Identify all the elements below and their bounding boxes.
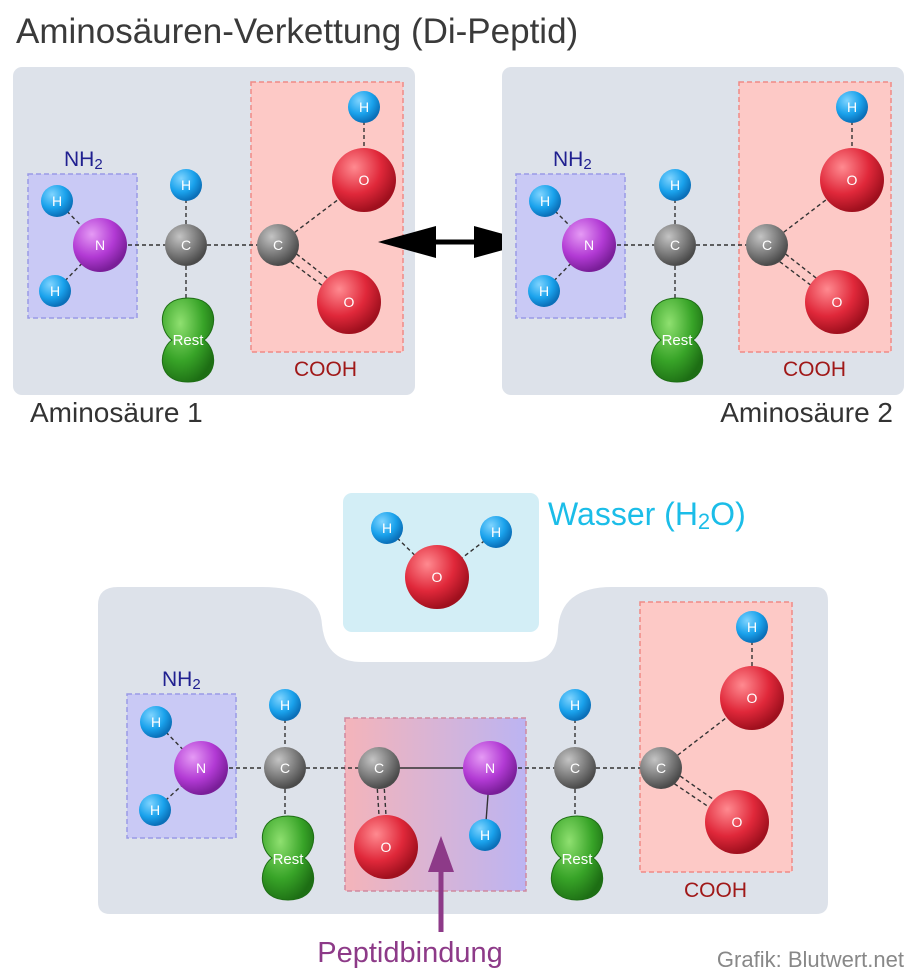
hydrogen-atom: H — [140, 706, 172, 738]
svg-text:H: H — [151, 714, 161, 730]
oxygen-atom: O — [805, 270, 869, 334]
svg-text:C: C — [374, 760, 384, 776]
rest-label: Rest — [662, 332, 694, 349]
hydrogen-atom: H — [39, 275, 71, 307]
page-title: Aminosäuren-Verkettung (Di-Peptid) — [16, 12, 579, 51]
svg-text:C: C — [280, 760, 290, 776]
nitrogen-atom: N — [174, 741, 228, 795]
svg-text:N: N — [95, 237, 105, 253]
hydrogen-atom: H — [529, 185, 561, 217]
svg-text:H: H — [570, 697, 580, 713]
nitrogen-atom: N — [463, 741, 517, 795]
svg-text:C: C — [762, 237, 772, 253]
nh2-label: NH2 — [64, 148, 103, 173]
svg-text:H: H — [150, 802, 160, 818]
oxygen-atom: O — [705, 790, 769, 854]
carbon-atom: C — [358, 747, 400, 789]
hydrogen-atom: H — [736, 611, 768, 643]
hydrogen-atom: H — [371, 512, 403, 544]
svg-text:C: C — [656, 760, 666, 776]
amino-acid-2: Rest H H N H C C H O O NH2 COOH Aminosäu… — [502, 67, 904, 428]
svg-text:N: N — [485, 760, 495, 776]
svg-text:H: H — [480, 827, 490, 843]
svg-text:C: C — [273, 237, 283, 253]
oxygen-atom: O — [405, 545, 469, 609]
svg-text:C: C — [570, 760, 580, 776]
rest-group: Rest — [650, 297, 704, 383]
peptide-bond-arrow-icon — [428, 836, 454, 932]
carbon-atom: C — [264, 747, 306, 789]
oxygen-atom: O — [332, 148, 396, 212]
svg-text:N: N — [196, 760, 206, 776]
carbon-atom: C — [746, 224, 788, 266]
svg-text:O: O — [747, 690, 758, 706]
svg-text:H: H — [359, 99, 369, 115]
svg-text:C: C — [181, 237, 191, 253]
hydrogen-atom: H — [348, 91, 380, 123]
amino-acid-1-label: Aminosäure 1 — [30, 397, 203, 428]
svg-text:O: O — [832, 294, 843, 310]
carbon-atom: C — [554, 747, 596, 789]
rest-label: Rest — [273, 851, 305, 868]
oxygen-atom: O — [720, 666, 784, 730]
hydrogen-atom: H — [170, 169, 202, 201]
credit-text: Grafik: Blutwert.net — [717, 947, 904, 972]
svg-text:H: H — [540, 193, 550, 209]
svg-text:O: O — [847, 172, 858, 188]
svg-text:O: O — [359, 172, 370, 188]
oxygen-atom: O — [354, 815, 418, 879]
svg-text:O: O — [344, 294, 355, 310]
hydrogen-atom: H — [41, 185, 73, 217]
hydrogen-atom: H — [659, 169, 691, 201]
dipeptide: Rest Rest H H N H C C O N H H C C H O O … — [98, 587, 828, 969]
nh2-label: NH2 — [162, 668, 201, 693]
hydrogen-atom: H — [559, 689, 591, 721]
water-label: Wasser (H2O) — [548, 496, 746, 534]
hydrogen-atom: H — [836, 91, 868, 123]
carbon-atom: C — [654, 224, 696, 266]
hydrogen-atom: H — [528, 275, 560, 307]
svg-text:H: H — [539, 283, 549, 299]
svg-text:H: H — [280, 697, 290, 713]
rest-group: Rest — [161, 297, 215, 383]
peptide-bond-label: Peptidbindung — [317, 937, 502, 969]
rest-label: Rest — [562, 851, 594, 868]
svg-text:C: C — [670, 237, 680, 253]
cooh-label: COOH — [783, 358, 846, 381]
cooh-label: COOH — [294, 358, 357, 381]
hydrogen-atom: H — [269, 689, 301, 721]
svg-text:H: H — [670, 177, 680, 193]
nitrogen-atom: N — [562, 218, 616, 272]
rest-label: Rest — [173, 332, 205, 349]
svg-text:H: H — [52, 193, 62, 209]
carbon-atom: C — [257, 224, 299, 266]
svg-text:H: H — [382, 520, 392, 536]
hydrogen-atom: H — [469, 819, 501, 851]
nitrogen-atom: N — [73, 218, 127, 272]
cooh-label: COOH — [684, 879, 747, 902]
svg-text:H: H — [847, 99, 857, 115]
carbon-atom: C — [165, 224, 207, 266]
svg-text:H: H — [747, 619, 757, 635]
carbon-atom: C — [640, 747, 682, 789]
oxygen-atom: O — [820, 148, 884, 212]
oxygen-atom: O — [317, 270, 381, 334]
svg-text:H: H — [50, 283, 60, 299]
svg-text:N: N — [584, 237, 594, 253]
nh2-label: NH2 — [553, 148, 592, 173]
hydrogen-atom: H — [480, 516, 512, 548]
rest-group: Rest — [550, 815, 604, 901]
svg-text:O: O — [732, 814, 743, 830]
svg-text:H: H — [181, 177, 191, 193]
amino-acid-1: Rest H H N H C C H O O NH2 COOH Aminosäu… — [13, 67, 415, 428]
water-molecule: H H O Wasser (H2O) — [343, 493, 746, 632]
amino-acid-2-label: Aminosäure 2 — [720, 397, 893, 428]
svg-text:O: O — [432, 569, 443, 585]
svg-text:O: O — [381, 839, 392, 855]
hydrogen-atom: H — [139, 794, 171, 826]
svg-text:H: H — [491, 524, 501, 540]
rest-group: Rest — [261, 815, 315, 901]
